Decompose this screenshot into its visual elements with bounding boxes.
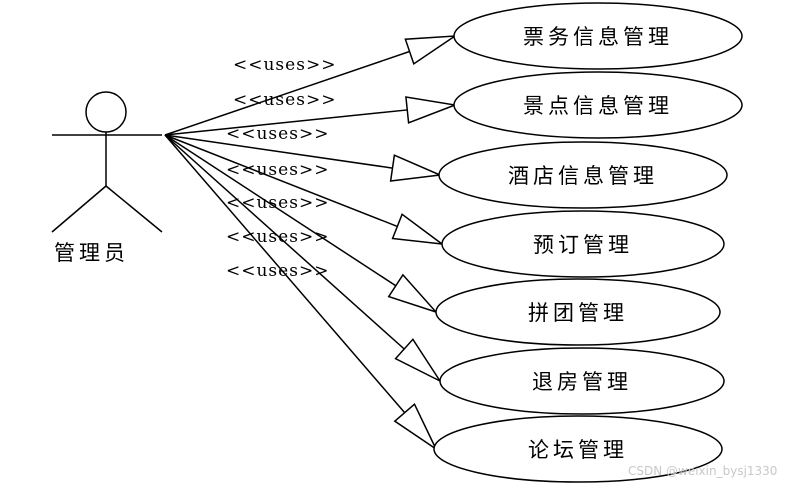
arrowhead: [394, 338, 443, 383]
use-case-label: 酒店信息管理: [508, 164, 658, 188]
association-line: [164, 134, 398, 228]
actor-figure: [51, 91, 163, 233]
use-case-ellipse: [433, 415, 723, 483]
association-line: [164, 134, 393, 169]
use-case-label: 预订管理: [533, 233, 633, 257]
association-line: [164, 134, 406, 414]
association-lines: [164, 35, 458, 452]
stereotype-labels: <<uses>> <<uses>> <<uses>> <<uses>> <<uses>>…: [226, 55, 336, 281]
use-case-label: 票务信息管理: [523, 25, 673, 49]
association-line: [164, 134, 405, 350]
actor-right-leg: [105, 185, 163, 233]
stereotype-label: <<uses>>: [233, 55, 336, 75]
use-case-ellipse: [438, 141, 728, 209]
arrowhead: [404, 35, 458, 65]
use-case-ellipse: [453, 71, 743, 139]
arrowhead: [393, 402, 438, 452]
use-case-ellipse: [441, 210, 725, 278]
actor-label: 管理员: [54, 241, 129, 265]
use-case-ellipse: [439, 347, 725, 415]
use-case-ellipse: [453, 2, 743, 70]
stereotype-label: <<uses>>: [233, 90, 336, 110]
actor-left-leg: [51, 185, 107, 233]
arrowhead: [389, 154, 443, 182]
use-case-ellipse: [435, 278, 721, 346]
use-case-label: 论坛管理: [528, 438, 628, 462]
association-line: [164, 109, 408, 136]
stereotype-label: <<uses>>: [226, 261, 329, 281]
association-line: [164, 50, 410, 136]
use-case-label: 拼团管理: [528, 301, 628, 325]
use-case-label: 景点信息管理: [523, 94, 673, 118]
arrowhead: [405, 96, 458, 124]
stereotype-label: <<uses>>: [226, 193, 329, 213]
watermark: CSDN @weixin_bysj1330: [628, 464, 777, 478]
stereotype-label: <<uses>>: [226, 227, 329, 247]
use-case-label: 退房管理: [532, 370, 632, 394]
arrowhead: [387, 273, 439, 314]
association-line: [164, 134, 397, 287]
arrowhead: [391, 213, 445, 246]
stereotype-label: <<uses>>: [226, 124, 329, 144]
stereotype-label: <<uses>>: [226, 160, 329, 180]
actor-head: [85, 91, 127, 133]
